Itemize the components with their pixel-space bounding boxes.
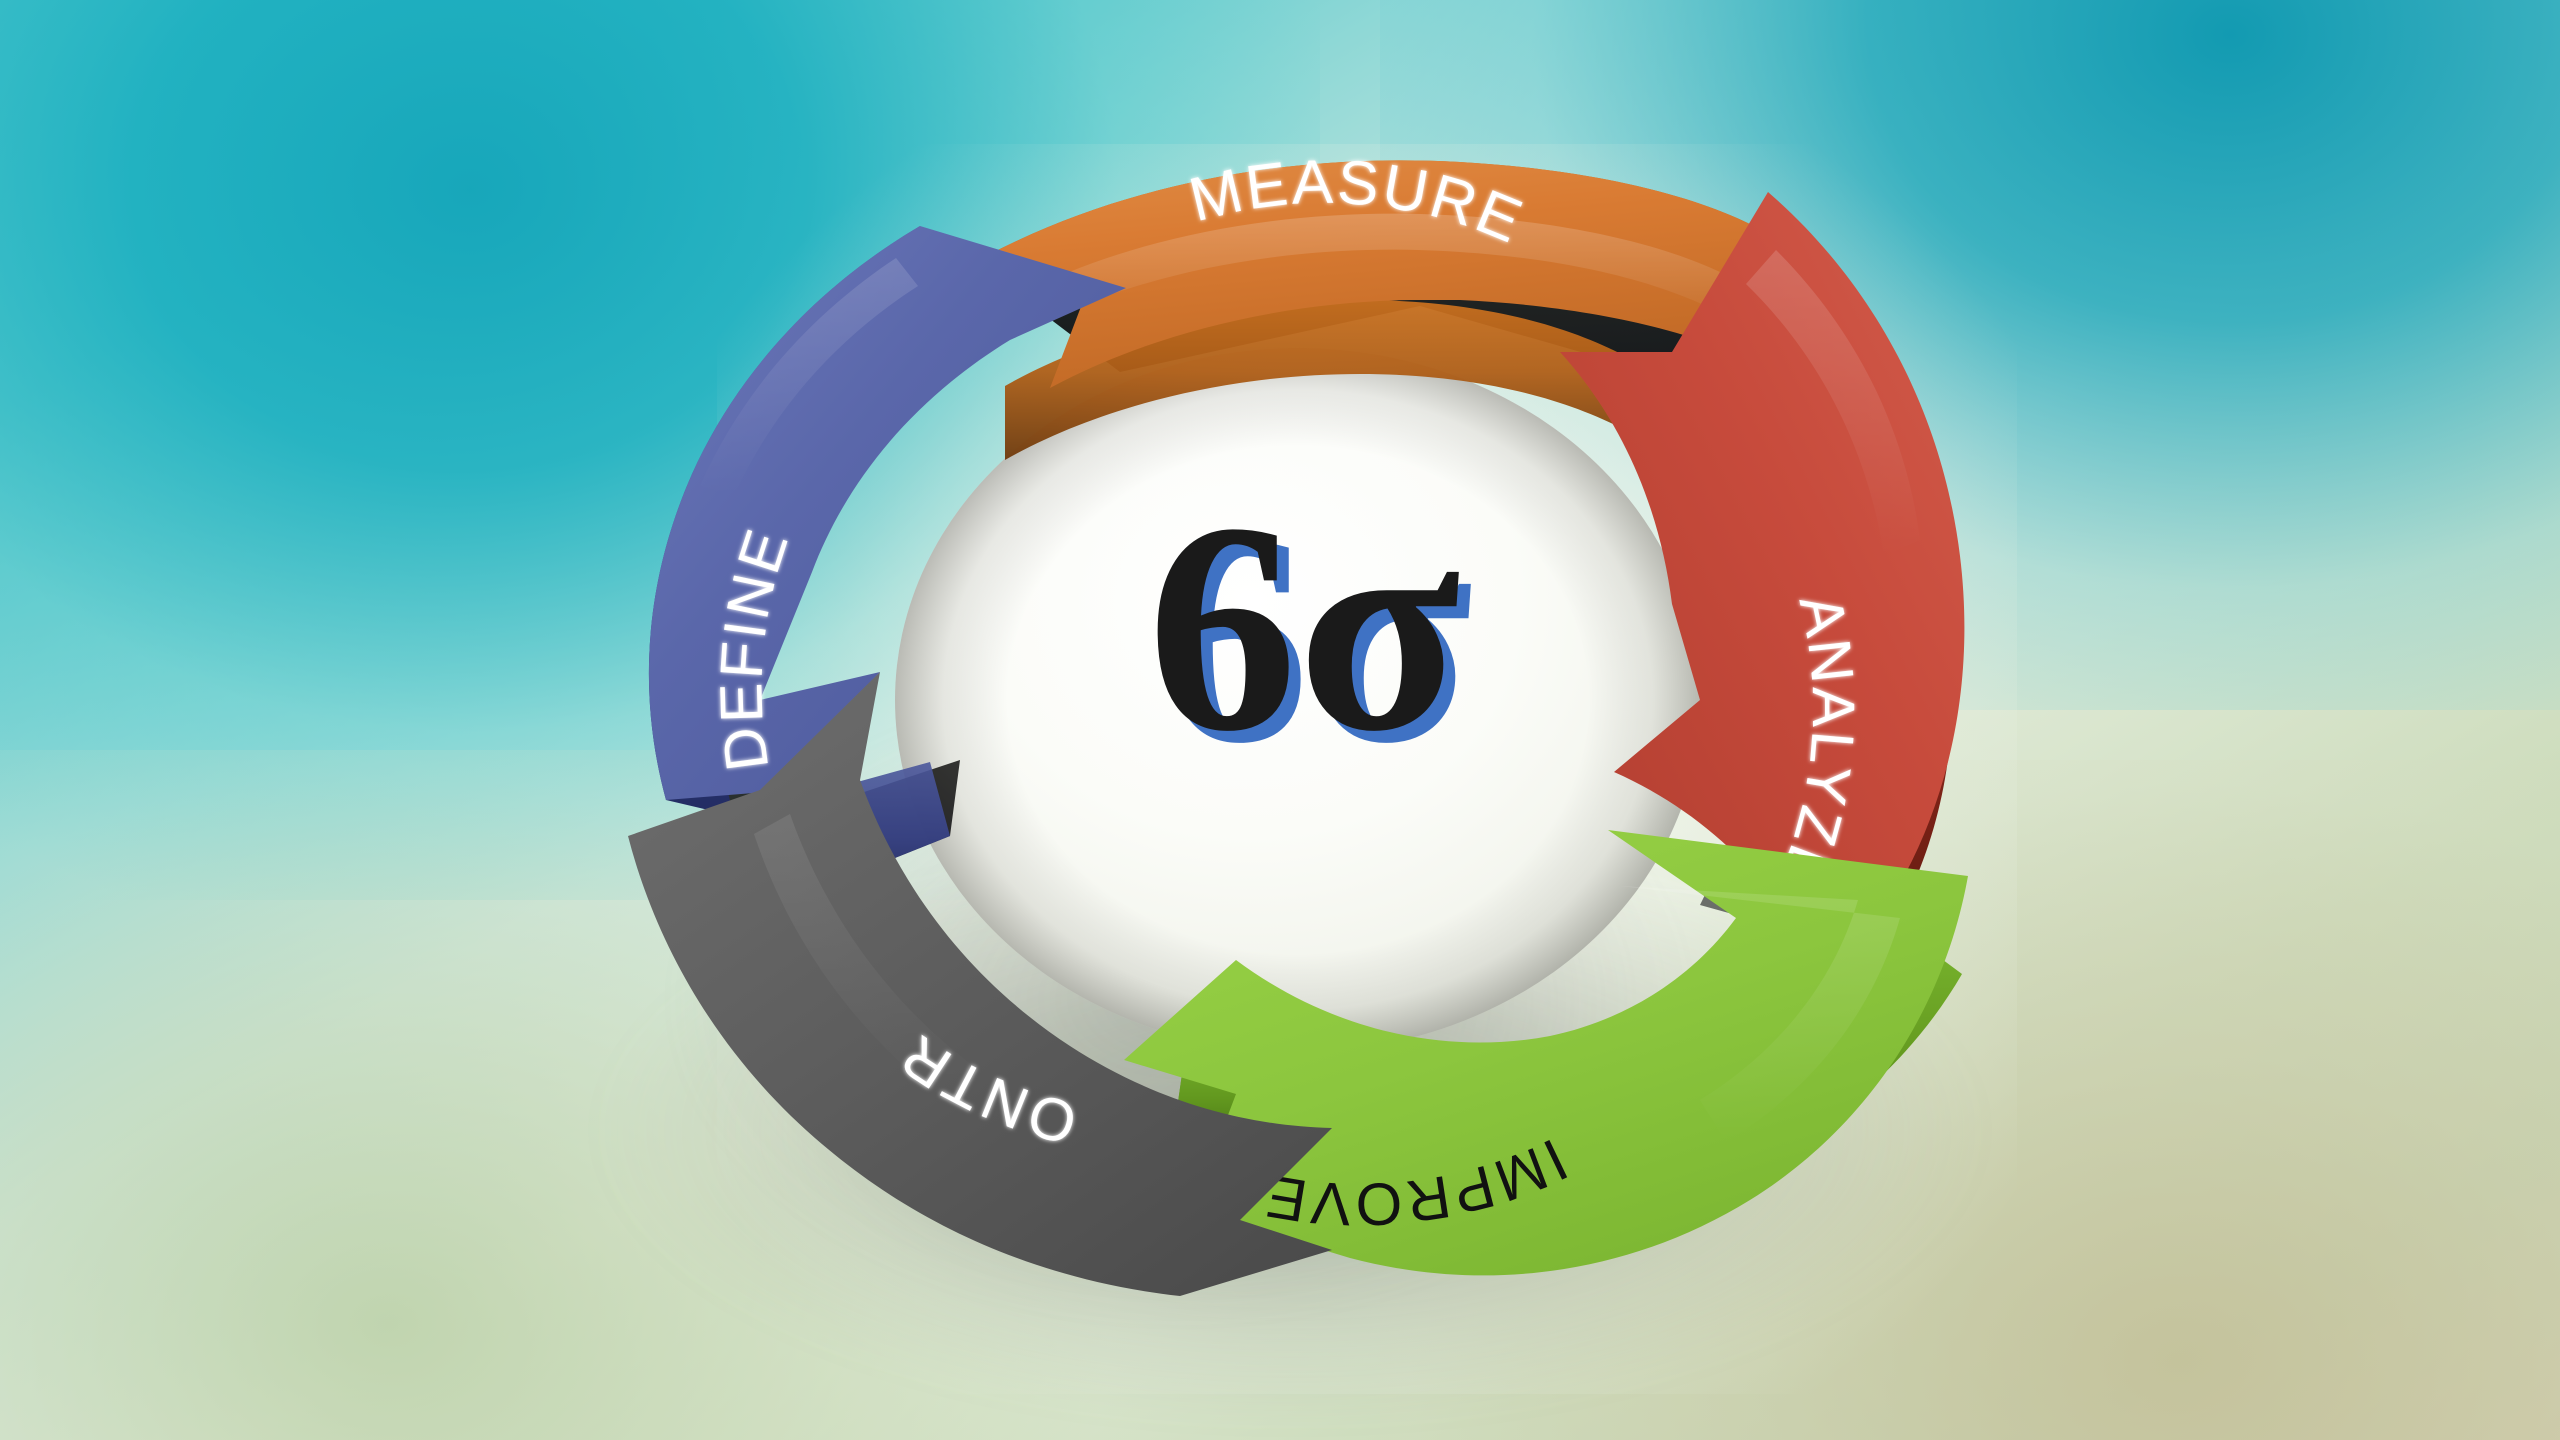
center-logo-shadow: 6σ — [1159, 473, 1473, 805]
inner-disc — [895, 348, 1701, 1052]
center-logo: 6σ 6σ — [1147, 461, 1473, 805]
center-logo-text: 6σ — [1147, 461, 1461, 793]
